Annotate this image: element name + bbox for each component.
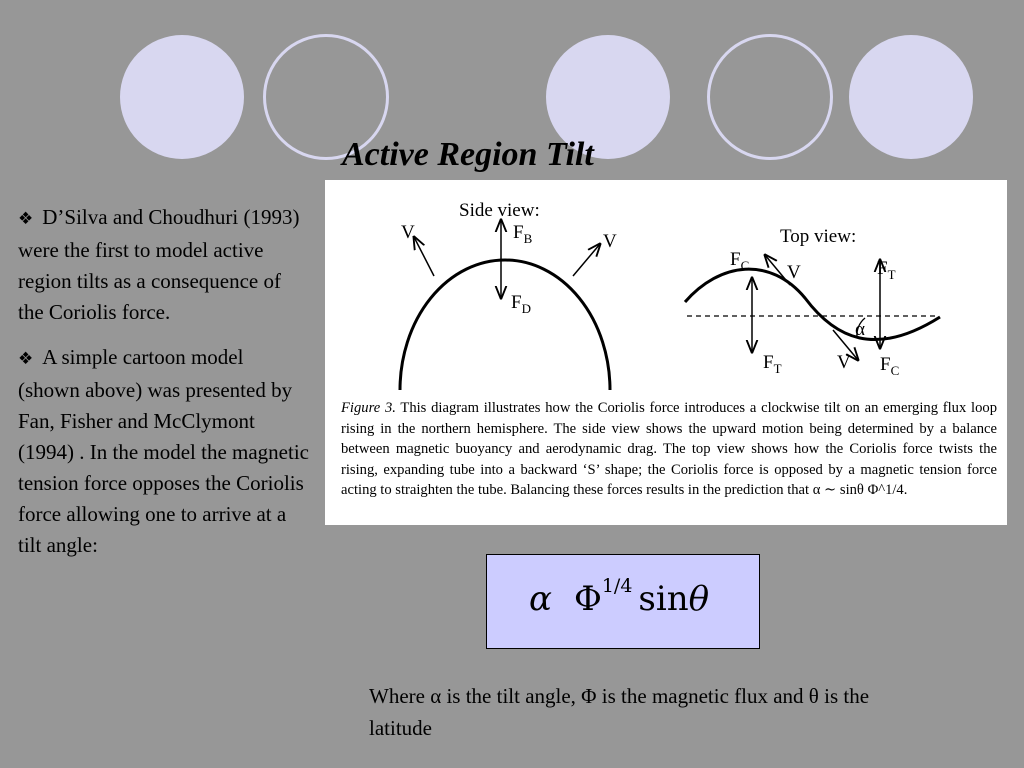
caption-body: This diagram illustrates how the Corioli…: [341, 400, 997, 498]
fd-label: FD: [511, 292, 531, 316]
sub-c: C: [891, 363, 900, 378]
v-label-top-left: V: [787, 262, 801, 283]
f-letter: F: [880, 354, 891, 375]
v-label-left: V: [401, 222, 415, 243]
diamond-bullet-icon: ❖: [18, 209, 34, 229]
figure-panel: Side view: V V FB FD Top view: FC V FT α…: [325, 180, 1007, 525]
bullet-text-1: D’Silva and Choudhuri (1993) were the fi…: [18, 205, 300, 324]
bullet-item-2: ❖A simple cartoon model (shown above) wa…: [18, 342, 310, 561]
figure-caption: Figure 3. This diagram illustrates how t…: [341, 398, 997, 501]
where-explanation: Where α is the tilt angle, Φ is the magn…: [369, 684, 870, 740]
slide-title: Active Region Tilt: [342, 136, 594, 173]
ft-label-right: FT: [877, 258, 896, 282]
sub-t: T: [888, 267, 896, 282]
velocity-arrow-right: [572, 244, 600, 277]
formula-sin: sin: [638, 579, 689, 619]
velocity-arrow-left: [414, 237, 435, 277]
formula-theta: θ: [688, 579, 710, 619]
sub-t: T: [774, 361, 782, 376]
sub-b: B: [524, 231, 533, 246]
ft-label-left: FT: [763, 352, 782, 376]
formula-phi: Φ: [573, 579, 602, 619]
velocity-arrow-top-right: [832, 329, 858, 360]
tilt-angle-arc: [856, 317, 866, 338]
f-letter: F: [513, 222, 524, 243]
decorative-circle-3: [849, 35, 973, 159]
v-label-right: V: [603, 231, 617, 252]
formula-exponent: 1/4: [601, 574, 633, 597]
f-letter: F: [730, 249, 741, 270]
sub-c: C: [741, 258, 750, 273]
f-letter: F: [511, 292, 522, 313]
v-label-top-right: V: [837, 352, 851, 373]
sub-d: D: [522, 301, 531, 316]
bullet-list: ❖D’Silva and Choudhuri (1993) were the f…: [18, 202, 310, 575]
fb-label: FB: [513, 222, 533, 246]
formula-alpha: α: [529, 579, 552, 619]
f-letter: F: [877, 258, 888, 279]
decorative-ring-2: [707, 34, 833, 160]
velocity-arrow-top-left: [765, 255, 791, 286]
decorative-circle-1: [120, 35, 244, 159]
decorative-circle-2: [546, 35, 670, 159]
decorative-ring-1: [263, 34, 389, 160]
side-view-label: Side view:: [459, 200, 540, 221]
force-diagram: Side view: V V FB FD Top view: FC V FT α…: [398, 200, 941, 391]
caption-lead: Figure 3.: [341, 400, 396, 416]
diamond-bullet-icon: ❖: [18, 349, 34, 369]
f-letter: F: [763, 352, 774, 373]
alpha-label: α: [855, 319, 865, 340]
flux-loop-arch: [398, 258, 612, 391]
fc-label-left: FC: [730, 249, 749, 273]
top-view-label: Top view:: [780, 226, 856, 247]
bullet-item-1: ❖D’Silva and Choudhuri (1993) were the f…: [18, 202, 310, 328]
fc-label-right: FC: [880, 354, 899, 378]
s-shaped-tube: [683, 267, 941, 341]
bullet-text-2: A simple cartoon model (shown above) was…: [18, 345, 309, 557]
